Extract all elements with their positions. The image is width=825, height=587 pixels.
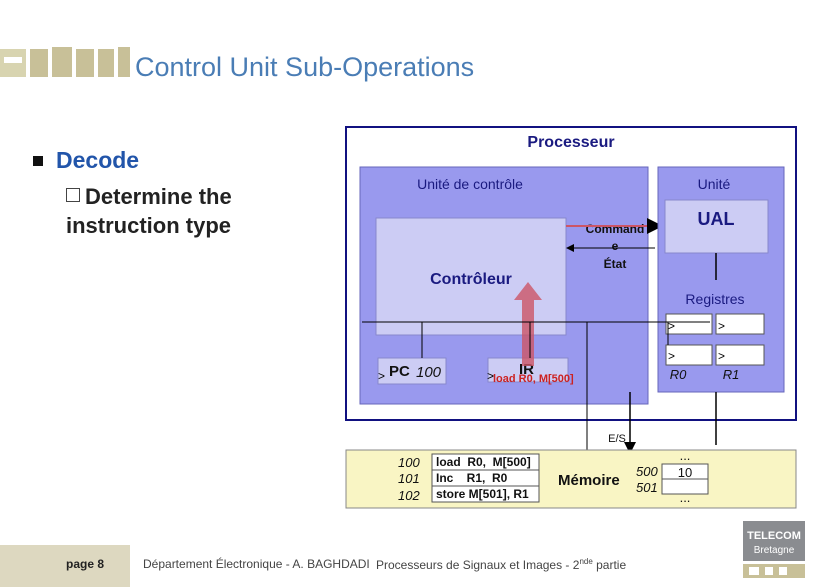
footer-department: Département Électronique - A. BAGHDADI: [143, 557, 370, 571]
clock-glyph: >: [668, 319, 675, 333]
footer-page-block: page 8: [0, 545, 130, 587]
pc-register: [377, 357, 447, 385]
clock-glyph: >: [487, 369, 494, 383]
sub-bullet-text: Determine the instruction type: [66, 182, 232, 240]
pc-value: 100: [416, 364, 442, 381]
controller-box: [375, 217, 567, 336]
sub-bullet-line-2: instruction type: [66, 213, 232, 238]
addr-101: 101: [398, 471, 420, 486]
addr-501: 501: [636, 480, 658, 495]
logo-line-2: Bretagne: [754, 545, 795, 556]
register-box-1: [665, 313, 713, 335]
processor-label: Processeur: [527, 134, 614, 151]
instr-101: Inc R1, R0: [436, 471, 508, 485]
footer-course-end: partie: [592, 558, 627, 572]
memory-word-501: [661, 478, 709, 495]
memory-word-102: [431, 485, 540, 503]
clock-glyph: >: [378, 369, 385, 383]
header-logo-stripe: [0, 47, 130, 77]
telecom-bretagne-logo: TELECOM Bretagne: [743, 521, 805, 578]
clock-glyph: >: [718, 349, 725, 363]
page-number: page 8: [66, 557, 105, 571]
command-label-1: Command: [586, 222, 645, 236]
ir-to-controller-arrow: [514, 282, 542, 366]
r0-label: R0: [670, 367, 687, 382]
addr-102: 102: [398, 488, 420, 503]
state-label: État: [604, 256, 627, 271]
slide-title: Control Unit Sub-Operations: [135, 52, 475, 82]
instr-100: load R0, M[500]: [436, 455, 531, 469]
val-500: 10: [678, 465, 692, 480]
controller-label: Contrôleur: [430, 271, 512, 288]
register-r0: [665, 344, 713, 366]
memory-label: Mémoire: [558, 472, 620, 489]
r1-label: R1: [723, 367, 740, 382]
alu-label: UAL: [698, 209, 735, 229]
addr-500: 500: [636, 464, 658, 479]
clock-glyph: >: [718, 319, 725, 333]
control-unit-label: Unité de contrôle: [417, 176, 523, 192]
register-r1: [715, 344, 765, 366]
footer-course: Processeurs de Signaux et Images - 2nde …: [376, 557, 626, 572]
instr-102: store M[501], R1: [436, 487, 529, 501]
dots-bottom: ...: [680, 490, 691, 505]
footer-course-text: Processeurs de Signaux et Images - 2: [376, 558, 580, 572]
io-label: E/S: [608, 433, 626, 445]
register-box-2: [715, 313, 765, 335]
footer-course-sup: nde: [579, 557, 593, 566]
command-label-2: e: [612, 239, 619, 253]
pc-label: PC: [389, 363, 410, 380]
addr-100: 100: [398, 455, 420, 470]
dots-top: ...: [680, 448, 691, 463]
sub-bullet-box-icon: [66, 188, 80, 202]
logo-line-1: TELECOM: [747, 530, 801, 542]
unit-label: Unité: [698, 176, 731, 192]
registers-label: Registres: [685, 291, 744, 307]
memory-panel: [345, 449, 797, 509]
ir-value: load R0, M[500]: [493, 373, 574, 385]
bullet-square-icon: [33, 156, 43, 166]
sub-bullet-line-1: Determine the: [85, 184, 232, 209]
bullet-decode: Decode: [56, 147, 140, 173]
clock-glyph: >: [668, 349, 675, 363]
